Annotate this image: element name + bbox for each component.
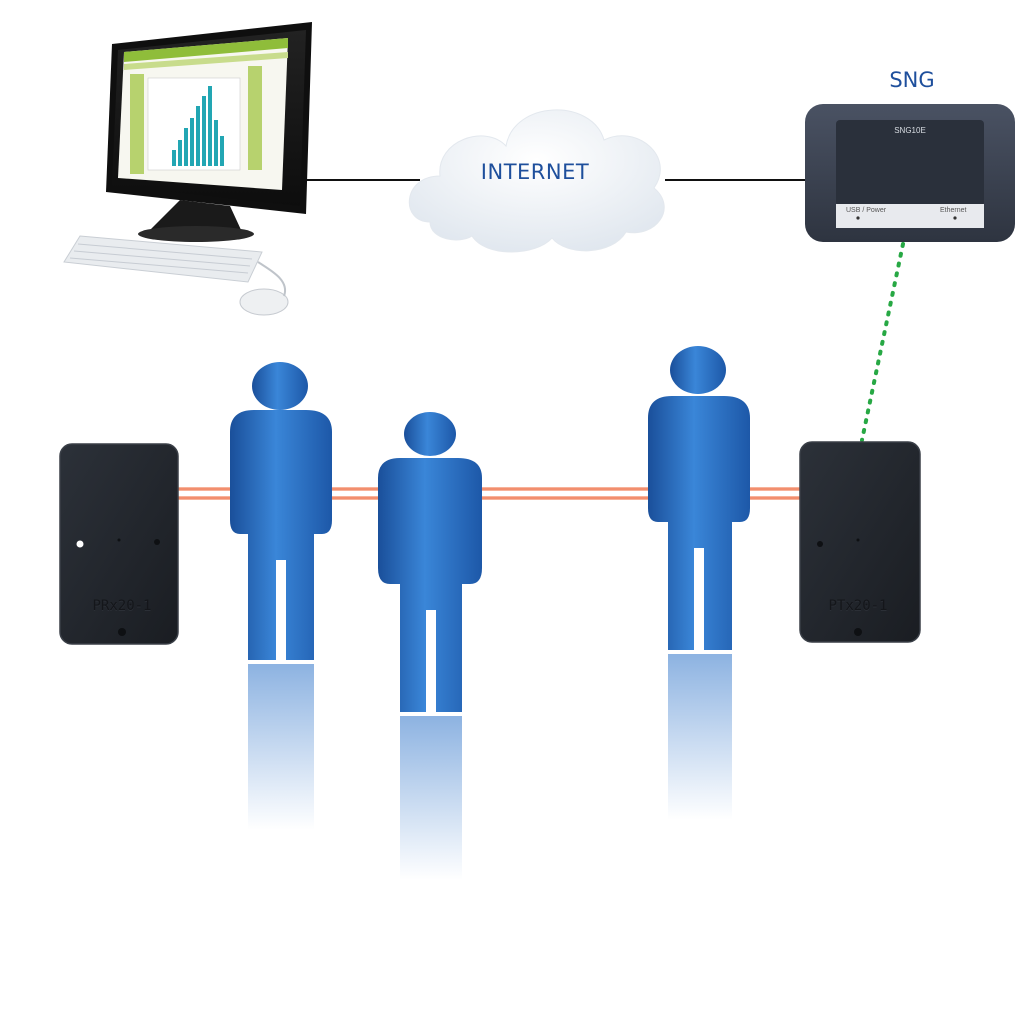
gateway-model-label: SNG10E bbox=[894, 126, 926, 135]
computer-icon bbox=[63, 22, 312, 316]
gateway-port-usb-label: USB / Power bbox=[846, 207, 887, 214]
gateway-port-ethernet-label: Ethernet bbox=[940, 207, 967, 214]
internet-label: INTERNET bbox=[480, 160, 590, 184]
wireless-link bbox=[860, 242, 905, 442]
receiver-sensor-label: PRx20-1 bbox=[92, 598, 152, 614]
person-icon-1 bbox=[230, 362, 332, 830]
transmitter-sensor-label: PTx20-1 bbox=[828, 598, 888, 614]
sng-gateway-device bbox=[805, 104, 1015, 242]
person-icon-3 bbox=[648, 346, 750, 820]
transmitter-sensor-device bbox=[799, 441, 921, 643]
internet-cloud-icon bbox=[408, 109, 665, 253]
receiver-sensor-device bbox=[59, 443, 179, 645]
infrared-beams bbox=[178, 487, 804, 500]
person-icon-2 bbox=[378, 412, 482, 880]
gateway-label: SNG bbox=[889, 68, 935, 92]
